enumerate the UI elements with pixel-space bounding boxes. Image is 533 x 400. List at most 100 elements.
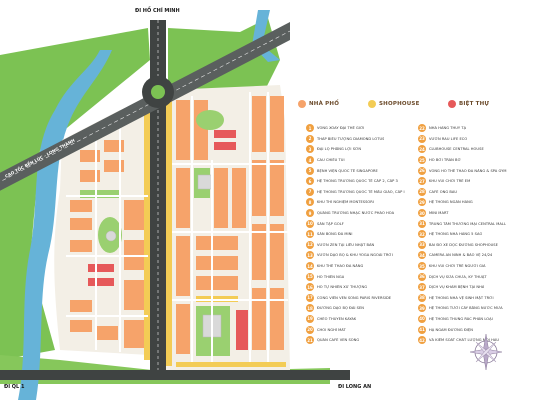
- amenity-label: HỒ TỰ NHIÊN XỨ THƯỢNG: [317, 285, 368, 290]
- amenity-number-badge: 30: [418, 209, 426, 218]
- amenity-number-badge: 32: [418, 230, 426, 239]
- amenity-number-badge: 37: [418, 283, 426, 292]
- internal-streets: [66, 92, 288, 362]
- river: [18, 50, 112, 400]
- amenity-label: CHÒI NGHỈ MÁT: [317, 327, 346, 332]
- amenity-number-badge: 2: [306, 134, 314, 143]
- amenity-label: HỆ THỐNG NHÀ HÀNG 5 SAO: [429, 232, 483, 237]
- amenity-label: MINI MART: [429, 211, 449, 216]
- amenity-label: THÁP BIỂU TƯỢNG DIAMOND LOTUS: [317, 136, 385, 141]
- amenity-label: QUÁN CAFÉ VEN SÔNG: [317, 338, 360, 343]
- road-label-south: ĐI LONG AN: [338, 384, 371, 390]
- amenity-label: VẢ KIỂM SOÁT CHẤT LƯỢNG MÔI HẦU: [429, 338, 500, 343]
- amenity-number-badge: 7: [306, 187, 314, 196]
- amenity-number-badge: 27: [418, 177, 426, 186]
- amenity-number-badge: 20: [306, 325, 314, 334]
- amenity-number-badge: 41: [418, 325, 426, 334]
- amenity-label: HỒ BƠI TRÀN BỜ: [429, 158, 461, 163]
- amenity-number-badge: 23: [418, 134, 426, 143]
- amenity-label: VƯỜN ZEN TẠI LIỄU NHẬT BẢN: [317, 242, 375, 247]
- amenity-label: HỆ THỐNG THÙNG RÁC PHÂN LOẠI: [429, 316, 493, 321]
- amenity-number-badge: 13: [306, 251, 314, 260]
- amenity-label: DỊCH VỤ SỬA CHỮA, KỸ THUẬT: [429, 274, 487, 279]
- amenity-number-badge: 15: [306, 272, 314, 281]
- greenery-west: [0, 28, 150, 360]
- amenity-number-badge: 38: [418, 293, 426, 302]
- southern-road: [0, 370, 350, 380]
- amenity-label: QUẢNG TRƯỜNG NHẠC NƯỚC PHÁO HOA: [317, 211, 395, 216]
- amenity-label: CẦU CHIẾU TÚI: [317, 158, 345, 163]
- amenity-label: HỆ THỐNG TRƯỜNG QUỐC TẾ CẤP 2, CẤP 3: [317, 179, 398, 184]
- amenity-number-badge: 11: [306, 230, 314, 239]
- amenity-label: CHÈO THUYỀN KAYAK: [317, 316, 357, 321]
- amenity-label: VÒNG XOAY ĐẠI THẾ GIỚI: [317, 126, 365, 131]
- road-label-southwest: ĐI QL 1: [4, 384, 25, 390]
- amenity-label: HỒ THIÊN NGA: [317, 274, 345, 279]
- amenity-label: CAFÉ ÔNG BẦU: [429, 189, 458, 194]
- amenity-label: SÂN BÓNG ĐÁ MINI: [317, 232, 353, 237]
- villa-blocks: [88, 130, 248, 350]
- amenity-label: VÕNG HỒ THỂ THAO ĐA NĂNG & SPA GYM: [429, 168, 507, 173]
- amenity-number-badge: 21: [306, 336, 314, 345]
- amenity-number-badge: 18: [306, 304, 314, 313]
- amenity-label: SÂN TẬP GOLF: [317, 221, 344, 226]
- road-label-north: ĐI HỒ CHÍ MINH: [135, 5, 180, 14]
- amenity-number-badge: 3: [306, 145, 314, 154]
- legend-swatch: [298, 100, 306, 108]
- compass-rose-icon: [469, 333, 503, 371]
- amenity-number-badge: 8: [306, 198, 314, 207]
- amenity-label: BỆNH VIỆN QUỐC TẾ SINGAPORE: [317, 168, 378, 173]
- amenity-number-badge: 24: [418, 145, 426, 154]
- amenity-label: HỆ THỐNG NHÀ VỆ SINH MẶT TRỜI: [429, 295, 494, 300]
- amenity-number-badge: 29: [418, 198, 426, 207]
- amenity-number-badge: 31: [418, 219, 426, 228]
- amenity-label: HẠ NGẦM ĐƯỜNG ĐIỆN: [429, 327, 473, 332]
- amenity-label: CLUBHOUSE CENTRAL HOUSE: [429, 147, 484, 152]
- amenity-number-badge: 14: [306, 262, 314, 271]
- amenity-label: HỆ THỐNG TƯỚI CÂY BẰNG NƯỚC MƯA: [429, 306, 503, 311]
- legend-label: SHOPHOUSE: [379, 101, 420, 107]
- highway-centerline: [0, 30, 291, 183]
- amenity-label: HỆ THỐNG TRƯỜNG QUỐC TẾ MẪU GIÁO, CẤP I: [317, 189, 405, 194]
- amenity-label: NHÀ HÀNG THỦY TẠ: [429, 126, 467, 131]
- amenity-number-badge: 25: [418, 156, 426, 165]
- amenity-number-badge: 6: [306, 177, 314, 186]
- amenity-number-badge: 12: [306, 240, 314, 249]
- legend-item-townhouse: NHÀ PHỐ: [298, 98, 339, 110]
- amenity-label: VƯỜN DẠO BỘ & KHU YOGA NGOÀI TRỜI: [317, 253, 393, 258]
- amenity-label: ĐƯỜNG DẠO BỘ ĐÀI SEN: [317, 306, 365, 311]
- amenity-number-badge: 22: [418, 124, 426, 133]
- amenity-label: CÔNG VIÊN VEN SÔNG PARIS RIVERSIDE: [317, 295, 392, 300]
- legend: NHÀ PHỐ SHOPHOUSE BIỆT THỰ: [298, 98, 530, 118]
- amenity-label: HỆ THỐNG NGÂN HÀNG: [429, 200, 473, 205]
